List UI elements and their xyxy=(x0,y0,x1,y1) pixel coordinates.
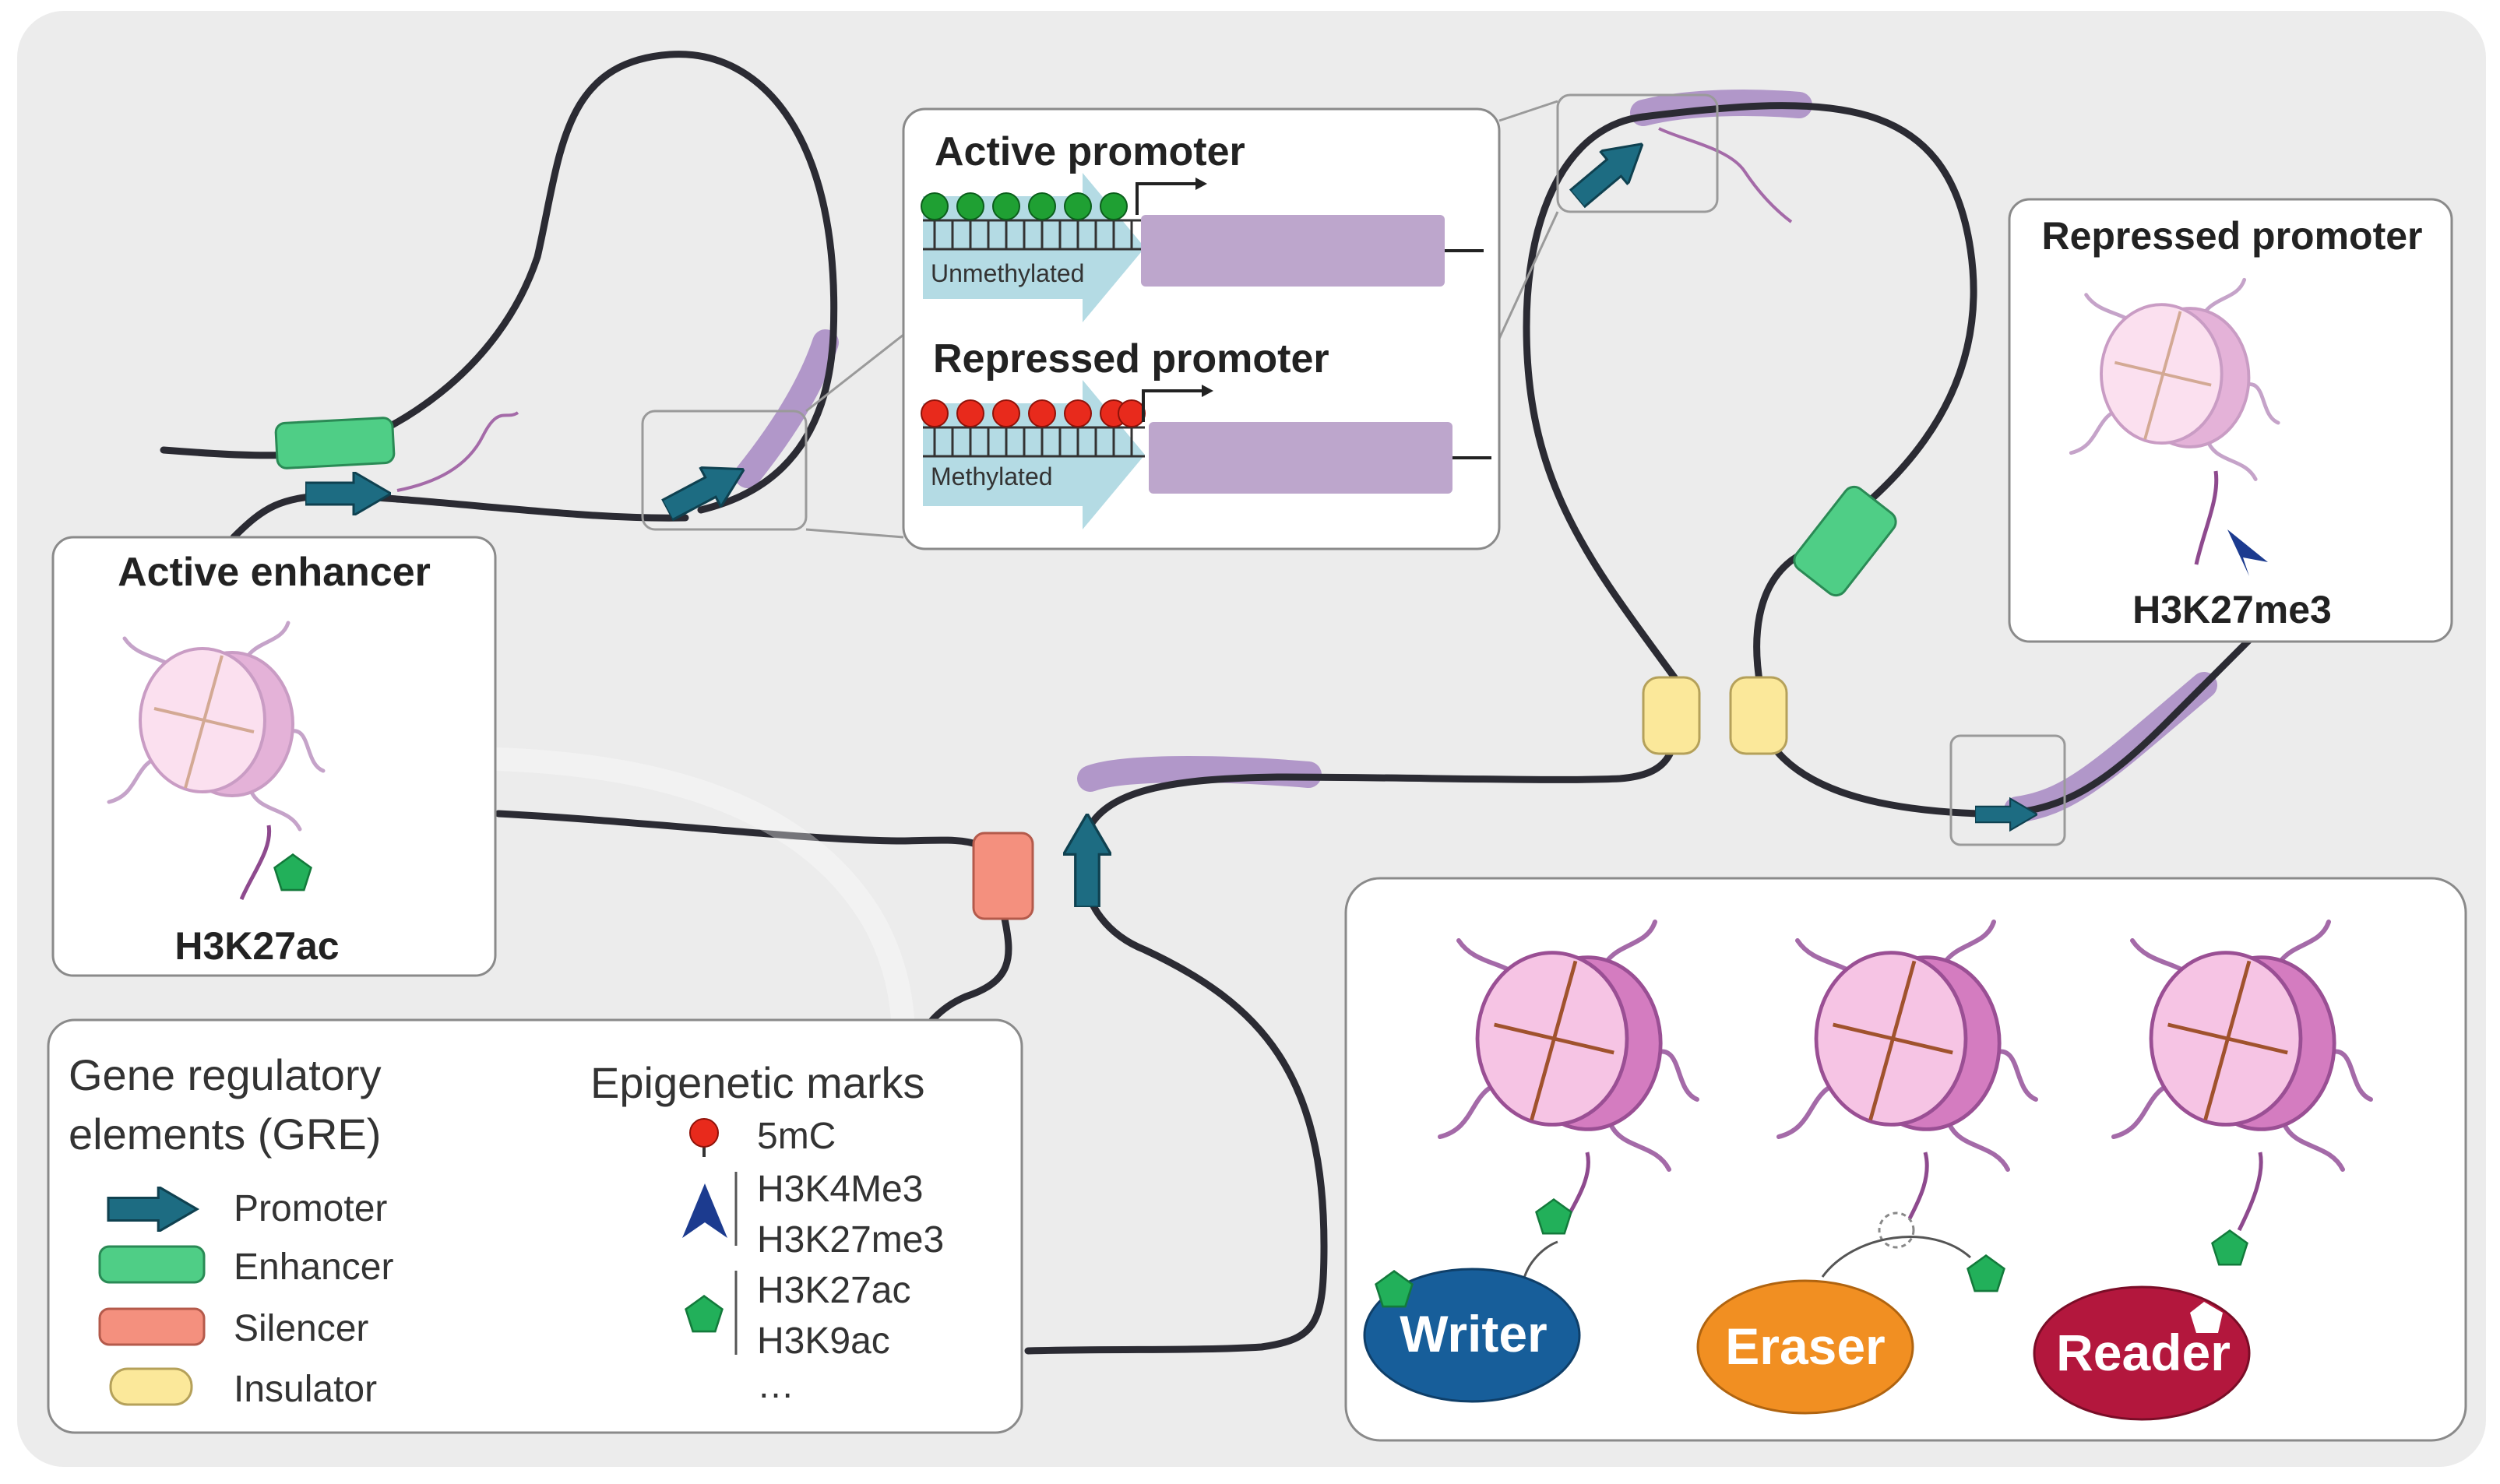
silencer-icon xyxy=(98,1307,206,1346)
repressed-promoter-box: Repressed promoter H3K27me3 xyxy=(2008,198,2453,643)
active-promoter-title: Active promoter xyxy=(935,129,1245,174)
strand-tails xyxy=(396,127,1793,492)
epigenetic-marks-title: Epigenetic marks xyxy=(590,1058,925,1107)
tss-arrow-active xyxy=(1136,182,1195,215)
eraser-label: Eraser xyxy=(1725,1317,1886,1375)
removed-mark-placeholder xyxy=(1878,1211,1915,1249)
promoter-inset: Active promoter Unmethylated Repressed p… xyxy=(902,107,1501,550)
eraser-enzyme xyxy=(1696,1279,1914,1415)
h3k27me3-label: H3K27me3 xyxy=(2132,588,2332,631)
enhancer-icon xyxy=(98,1245,206,1284)
legend-promoter-label: Promoter xyxy=(234,1188,387,1229)
legend-box: Gene regulatory elements (GRE) Promoter … xyxy=(47,1018,1023,1434)
legend-silencer-label: Silencer xyxy=(234,1308,368,1349)
legend-5mc-label: 5mC xyxy=(757,1116,836,1157)
legend-h3k9ac-label: H3K9ac xyxy=(757,1320,890,1362)
insulator-icon xyxy=(109,1367,193,1406)
legend-more-label: … xyxy=(757,1365,794,1406)
writer-label: Writer xyxy=(1400,1305,1548,1363)
unmethylated-label: Unmethylated xyxy=(931,259,1084,287)
insulator-element-left xyxy=(1642,676,1701,755)
enhancer-element-1 xyxy=(274,417,396,469)
legend-h3k27ac-label: H3K27ac xyxy=(757,1270,910,1311)
zoom-guides xyxy=(641,93,2066,846)
methylated-label: Methylated xyxy=(931,462,1053,491)
reader-label: Reader xyxy=(2056,1324,2231,1381)
reader-pocket xyxy=(2190,1302,2223,1333)
repressed-promoter-title: Repressed promoter xyxy=(2041,214,2422,258)
gre-title-line2: elements (GRE) xyxy=(69,1109,381,1159)
legend-h3k4me3-label: H3K4Me3 xyxy=(757,1169,923,1210)
legend-enhancer-label: Enhancer xyxy=(234,1247,393,1288)
chevron-mark-icon xyxy=(2227,529,2268,576)
legend-h3k27me3-label: H3K27me3 xyxy=(757,1219,944,1261)
dna-strand xyxy=(160,51,2255,1355)
active-enhancer-box: Active enhancer H3K27ac xyxy=(51,536,497,977)
enhancer-element-2 xyxy=(1793,485,1897,597)
tss-arrow-repressed xyxy=(1142,389,1202,422)
legend-insulator-label: Insulator xyxy=(234,1369,377,1410)
gre-title-line1: Gene regulatory xyxy=(69,1050,382,1099)
repressed-promoter-inset-title: Repressed promoter xyxy=(933,336,1329,382)
lollipop-icon xyxy=(689,1118,719,1157)
cpg-unmethylated xyxy=(923,219,1141,251)
writer-enzyme xyxy=(1363,1268,1581,1403)
lollipop-icon xyxy=(921,399,1146,427)
active-enhancer-title: Active enhancer xyxy=(118,550,431,595)
insulator-element-right xyxy=(1729,676,1788,755)
h3k27ac-label: H3K27ac xyxy=(174,924,339,968)
chevron-mark-icon xyxy=(682,1183,727,1238)
lollipop-icon xyxy=(921,192,1128,220)
proteins-box: Writer Eraser Reader xyxy=(1344,877,2467,1442)
silencer-element xyxy=(972,832,1034,920)
